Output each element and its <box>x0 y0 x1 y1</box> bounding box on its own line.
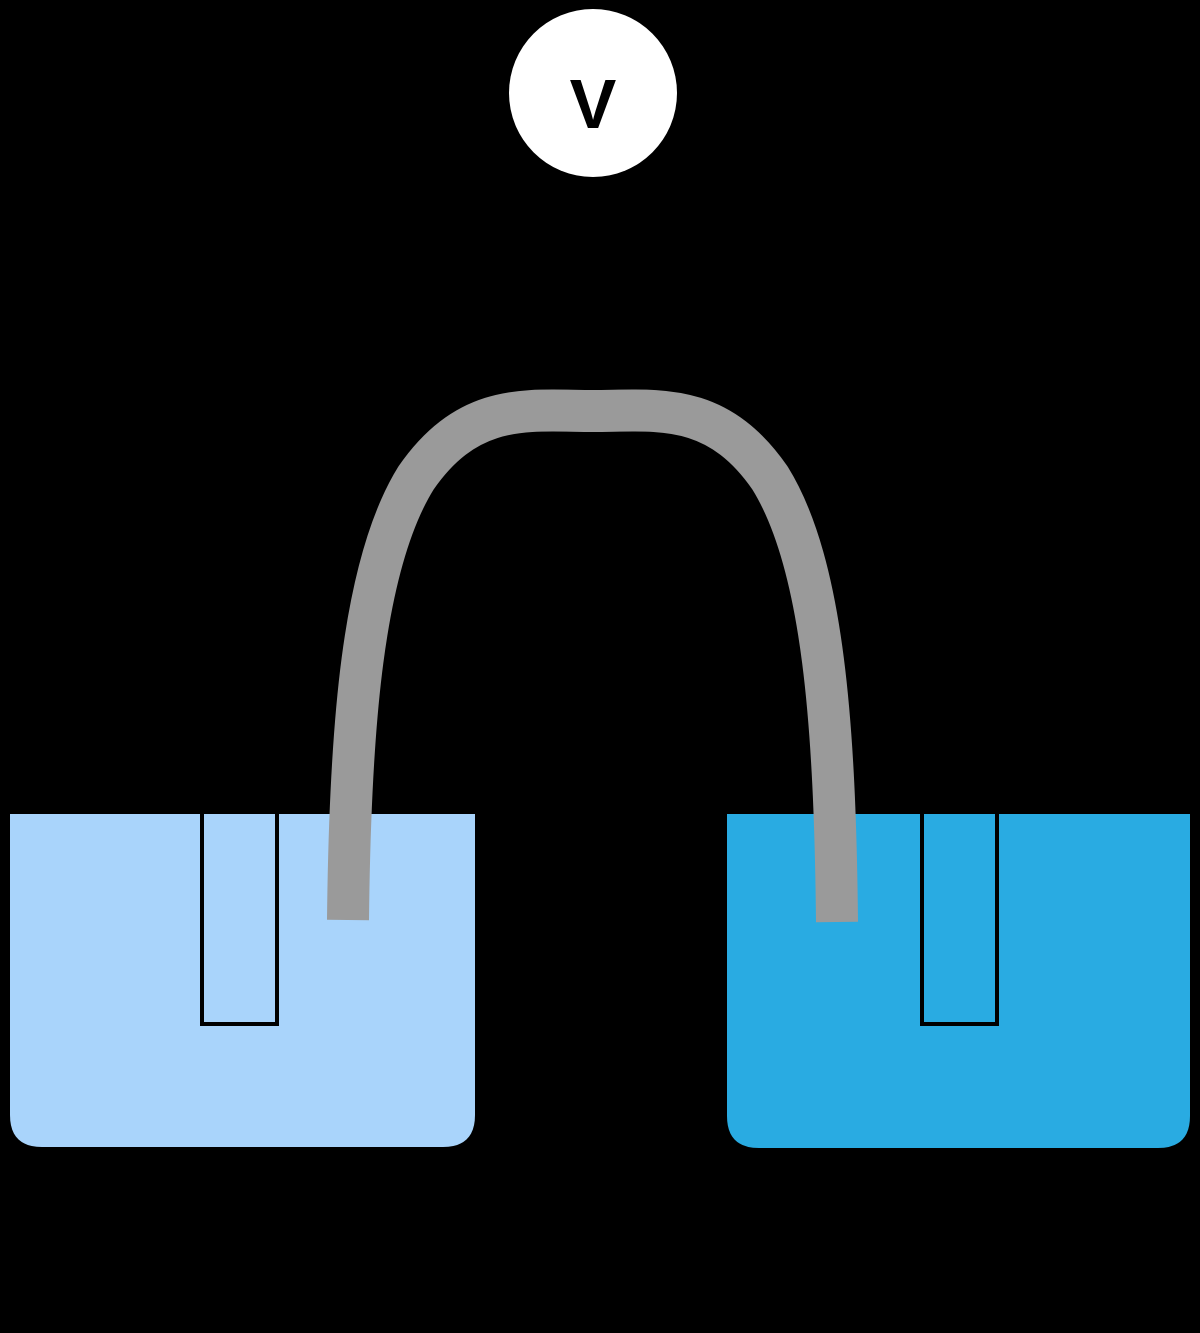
salt-bridge <box>327 389 858 923</box>
right-electrode <box>920 814 999 1026</box>
right-wire <box>677 91 962 814</box>
voltmeter-icon <box>509 9 677 177</box>
right-beaker-solution <box>727 814 1190 1148</box>
voltmeter-label: V <box>570 65 617 143</box>
left-wire <box>237 91 509 814</box>
left-beaker-solution <box>10 814 475 1147</box>
left-electrode <box>200 814 279 1026</box>
